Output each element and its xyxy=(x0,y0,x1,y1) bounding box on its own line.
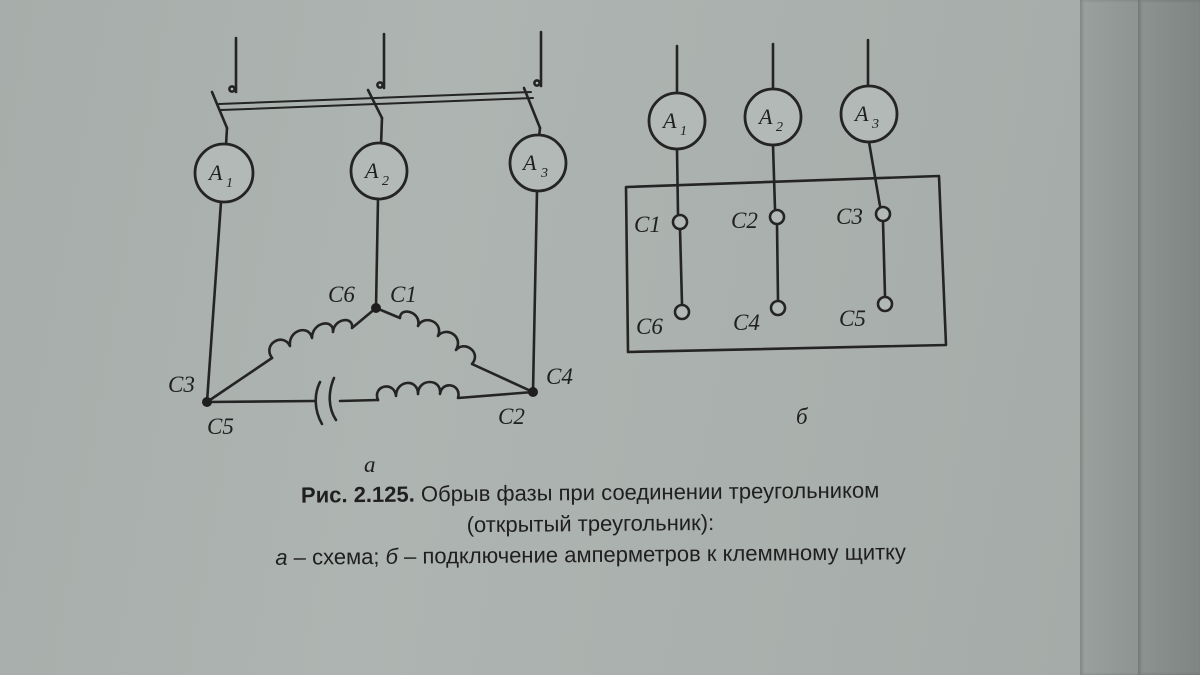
switch-linkage-bottom xyxy=(220,97,534,111)
ammeter-a1-sub: 1 xyxy=(226,176,233,191)
b-ammeter-a3-sub: 3 xyxy=(871,117,879,132)
ammeter-a3-ring xyxy=(508,133,568,193)
b-terminal-c3 xyxy=(874,205,892,223)
switch-blade-1 xyxy=(210,90,229,130)
line-to-a1 xyxy=(224,126,229,147)
ammeter-a2-letter: A xyxy=(363,158,379,183)
label-c6: C6 xyxy=(328,282,355,307)
b-line-a3-to-c3 xyxy=(867,140,882,208)
switch-blade-3 xyxy=(522,86,542,130)
diagram-b-letter: б xyxy=(796,404,809,429)
label-c5: C5 xyxy=(207,414,234,439)
b-ammeter-a3-ring xyxy=(839,84,899,144)
b-ammeter-a3: A 3 xyxy=(839,84,899,144)
ammeter-a3-sub: 3 xyxy=(540,166,548,181)
terminal-board xyxy=(624,174,948,354)
caption-title-1: Обрыв фазы при соединении треугольником xyxy=(420,477,880,507)
triangle-left-lead-low xyxy=(205,356,274,404)
diagram-b: A 1 A 2 A 3 xyxy=(624,38,948,429)
b-ammeter-a3-letter: A xyxy=(853,101,869,126)
label-c4: C4 xyxy=(546,364,573,389)
b-label-c4: C4 xyxy=(733,310,760,335)
b-label-c5: C5 xyxy=(839,306,866,331)
diagram-a-letter: а xyxy=(364,452,376,477)
switch-contact-1 xyxy=(228,85,236,93)
b-label-c3: C3 xyxy=(836,204,863,229)
label-c3: C3 xyxy=(168,372,195,397)
label-c1: C1 xyxy=(390,282,417,307)
b-ammeter-a1-sub: 1 xyxy=(680,124,687,139)
b-terminal-c4 xyxy=(769,299,787,317)
node-c3-c5 xyxy=(202,397,212,407)
b-terminal-c6 xyxy=(673,303,691,321)
node-c6-c1 xyxy=(371,303,381,313)
label-c2: C2 xyxy=(498,404,525,429)
b-ammeter-a2-sub: 2 xyxy=(776,120,783,135)
line-to-a2 xyxy=(379,116,384,147)
triangle-bottom-lead-mid xyxy=(338,398,380,403)
line-a1-to-c3-c5 xyxy=(205,200,223,404)
b-label-c2: C2 xyxy=(731,208,758,233)
triangle-bottom-lead-left xyxy=(205,399,316,404)
ammeter-a1-letter: A xyxy=(207,160,223,185)
next-page-edge xyxy=(1138,0,1200,675)
caption-title-2: (открытый треугольник): xyxy=(466,509,715,538)
line-a2-to-c6-c1 xyxy=(374,197,380,310)
b-link-c1-c6 xyxy=(678,227,684,306)
ammeter-a3-letter: A xyxy=(521,150,537,175)
ammeter-a2-ring xyxy=(349,141,409,201)
ammeter-a2-sub: 2 xyxy=(382,174,389,189)
b-ammeter-a1-ring xyxy=(647,91,707,151)
b-ammeter-a2-ring xyxy=(743,87,803,147)
winding-c1-c4-coil xyxy=(374,306,535,394)
legend-b-text: – подключение амперметров к клеммному щи… xyxy=(397,539,907,569)
b-line-a2-to-c2 xyxy=(771,143,777,211)
node-c4-c2 xyxy=(528,387,538,397)
legend-b-letter: б xyxy=(385,543,399,569)
switch-contact-3 xyxy=(533,79,541,87)
break-mark-left xyxy=(314,380,324,426)
figure-caption: Рис. 2.125. Обрыв фазы при соединении тр… xyxy=(140,473,1041,574)
b-ammeter-a1-letter: A xyxy=(661,108,677,133)
switch-linkage-top xyxy=(218,91,532,105)
b-label-c1: C1 xyxy=(634,212,661,237)
diagram-a: A 1 A 2 A 3 xyxy=(168,30,573,477)
b-terminal-c5 xyxy=(876,295,894,313)
b-ammeter-a2: A 2 xyxy=(743,87,803,147)
b-terminal-c1 xyxy=(671,213,689,231)
line-a3-to-c4-c2 xyxy=(531,189,539,394)
winding-c3-c2-coil xyxy=(375,380,535,402)
figure-number: Рис. 2.125. xyxy=(300,481,415,508)
b-line-a1-to-c1 xyxy=(675,147,680,216)
ammeter-a1-ring xyxy=(193,142,255,204)
legend-a-letter: а xyxy=(275,544,288,570)
break-mark-right xyxy=(328,376,338,422)
b-link-c3-c5 xyxy=(881,219,887,298)
switch-contact-2 xyxy=(376,81,384,89)
ammeter-a3: A 3 xyxy=(508,133,568,193)
b-ammeter-a1: A 1 xyxy=(647,91,707,151)
ammeter-a1: A 1 xyxy=(193,142,255,204)
winding-c6-c5-coil xyxy=(268,306,378,360)
b-ammeter-a2-letter: A xyxy=(757,104,773,129)
b-terminal-c2 xyxy=(768,208,786,226)
legend-a-text: – схема; xyxy=(287,543,386,570)
b-label-c6: C6 xyxy=(636,314,663,339)
ammeter-a2: A 2 xyxy=(349,141,409,201)
b-link-c2-c4 xyxy=(775,222,780,302)
